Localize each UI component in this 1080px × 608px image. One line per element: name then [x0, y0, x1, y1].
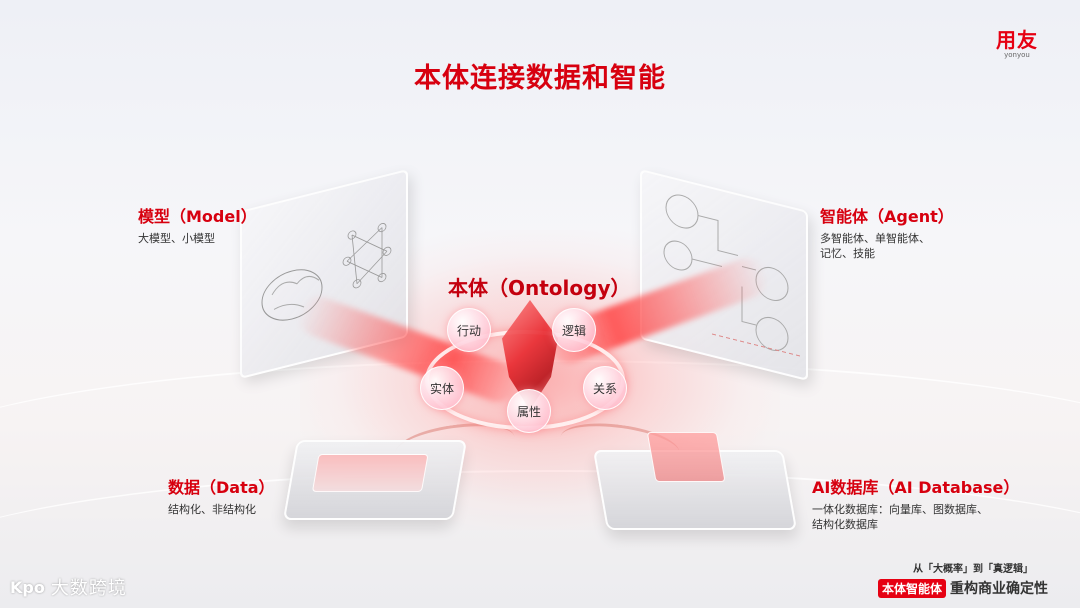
agent-workflow-icon — [640, 169, 808, 381]
data-platform-icon — [282, 440, 468, 520]
ontology-title: 本体（Ontology） — [448, 276, 631, 300]
database-cubes-icon — [592, 432, 798, 530]
ontology-element-logic: 逻辑 — [552, 308, 596, 352]
agent-label: 智能体（Agent） 多智能体、单智能体、 记忆、技能 — [820, 203, 954, 261]
slogan-badge: 本体智能体 — [878, 578, 947, 598]
ai-database-desc-line: 一体化数据库：向量库、图数据库、 — [812, 503, 988, 516]
slogan: 从「大概率」到「真逻辑」 本体智能体 重构商业确定性 — [878, 560, 1048, 598]
agent-desc-line: 记忆、技能 — [820, 247, 875, 260]
ai-database-title: AI数据库（AI Database） — [812, 478, 1020, 497]
slogan-bottom: 本体智能体 重构商业确定性 — [878, 578, 1048, 598]
slogan-top: 从「大概率」到「真逻辑」 — [913, 564, 1033, 575]
watermark: Kpo 大数跨境 — [10, 574, 127, 600]
ai-database-desc-line: 结构化数据库 — [812, 518, 878, 531]
page-title: 本体连接数据和智能 — [414, 63, 666, 94]
yonyou-logo: 用友 yonyou — [996, 24, 1038, 59]
ai-database-label: AI数据库（AI Database） 一体化数据库：向量库、图数据库、 结构化数… — [812, 474, 1019, 532]
ontology-element-attribute: 属性 — [507, 389, 551, 433]
ontology-element-action: 行动 — [447, 308, 491, 352]
watermark-text: 大数跨境 — [50, 578, 127, 599]
ai-database-desc: 一体化数据库：向量库、图数据库、 结构化数据库 — [812, 502, 1019, 532]
agent-title: 智能体（Agent） — [820, 207, 954, 226]
logo-sub-text: yonyou — [1004, 51, 1030, 59]
data-desc: 结构化、非结构化 — [168, 503, 256, 516]
model-label: 模型（Model） 大模型、小模型 — [138, 203, 257, 246]
agent-desc-line: 多智能体、单智能体、 — [820, 232, 930, 245]
ontology-element-entity: 实体 — [420, 366, 464, 410]
logo-main-text: 用友 — [996, 28, 1038, 52]
data-label: 数据（Data） 结构化、非结构化 — [168, 474, 275, 517]
model-title: 模型（Model） — [138, 207, 257, 226]
model-desc: 大模型、小模型 — [138, 232, 215, 245]
brain-network-icon — [240, 169, 408, 379]
slogan-rest: 重构商业确定性 — [950, 581, 1049, 597]
ontology-element-relation: 关系 — [583, 366, 627, 410]
data-title: 数据（Data） — [168, 478, 275, 497]
agent-desc: 多智能体、单智能体、 记忆、技能 — [820, 231, 954, 261]
kpo-logo-icon: Kpo — [10, 577, 45, 597]
